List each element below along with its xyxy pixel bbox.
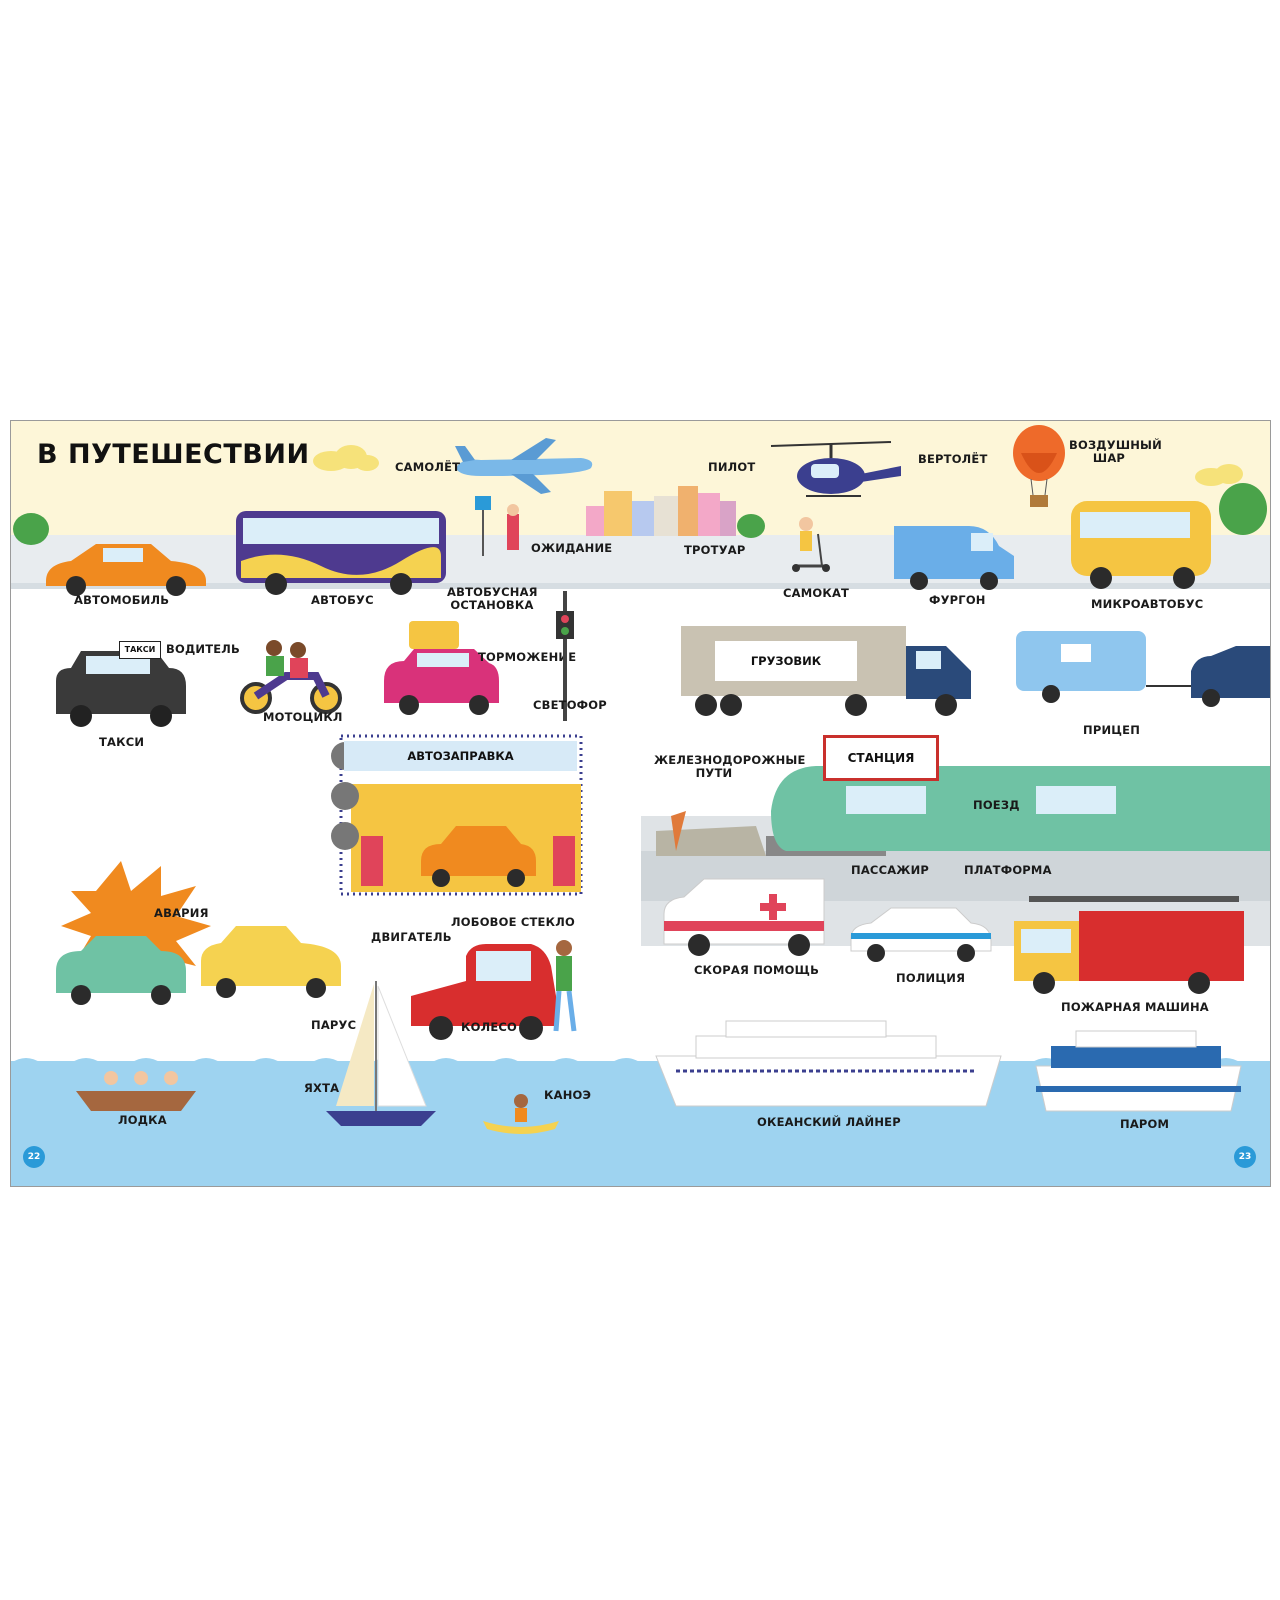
label-car: АВТОМОБИЛЬ <box>74 593 170 607</box>
ferry-illustration <box>1035 1030 1242 1112</box>
label-passenger: ПАССАЖИР <box>851 863 930 877</box>
label-driver: ВОДИТЕЛЬ <box>166 642 241 656</box>
curb <box>11 583 1270 589</box>
page-number-left: 22 <box>23 1146 45 1168</box>
label-braking: ТОРМОЖЕНИЕ <box>478 650 577 664</box>
motorcycle-illustration <box>240 640 342 714</box>
station-sign: СТАНЦИЯ <box>823 735 939 781</box>
book-spread: В ПУТЕШЕСТВИИ САМОЛЁТ ПИЛОТ ВЕРТОЛЁТ ВОЗ… <box>10 420 1271 1187</box>
label-engine: ДВИГАТЕЛЬ <box>371 930 452 944</box>
label-van: ФУРГОН <box>929 593 986 607</box>
cloud-icon <box>1195 464 1243 486</box>
minibus-illustration <box>1071 501 1211 589</box>
label-bus-stop: АВТОБУСНАЯ ОСТАНОВКА <box>447 585 538 613</box>
ambulance-illustration <box>663 878 825 956</box>
label-train: ПОЕЗД <box>973 798 1020 812</box>
page-title: В ПУТЕШЕСТВИИ <box>37 439 310 470</box>
city-buildings <box>586 486 736 536</box>
label-railway: ЖЕЛЕЗНОДОРОЖНЫЕ ПУТИ <box>654 753 806 781</box>
airplane-icon <box>455 438 593 494</box>
tree-icon <box>1219 483 1267 535</box>
sidewalk-strip <box>11 535 1270 583</box>
scooter-rider-icon <box>792 517 830 572</box>
bush-icon <box>737 514 765 538</box>
label-fire-truck: ПОЖАРНАЯ МАШИНА <box>1061 1000 1209 1014</box>
label-sail: ПАРУС <box>311 1018 357 1032</box>
label-minibus: МИКРОАВТОБУС <box>1091 597 1204 611</box>
cloud-icon <box>313 445 379 471</box>
label-ocean-liner: ОКЕАНСКИЙ ЛАЙНЕР <box>757 1115 901 1129</box>
label-sidewalk: ТРОТУАР <box>684 543 746 557</box>
label-yacht: ЯХТА <box>304 1081 340 1095</box>
label-boat: ЛОДКА <box>118 1113 167 1127</box>
taxi-roof-sign: ТАКСИ <box>119 641 161 659</box>
tree-icon <box>13 513 49 545</box>
label-scooter: САМОКАТ <box>783 586 850 600</box>
label-police: ПОЛИЦИЯ <box>896 971 966 985</box>
braking-car-illustration <box>384 621 499 715</box>
label-bus: АВТОБУС <box>311 593 374 607</box>
fire-truck-illustration <box>1014 896 1244 994</box>
label-traffic-light: СВЕТОФОР <box>533 698 607 712</box>
label-windshield: ЛОБОВОЕ СТЕКЛО <box>451 915 575 929</box>
ocean-liner-illustration <box>655 1020 1002 1107</box>
label-accident: АВАРИЯ <box>154 906 209 920</box>
label-wheel: КОЛЕСО <box>461 1020 517 1034</box>
bus-illustration <box>236 511 446 595</box>
accident-illustration <box>56 861 341 1005</box>
van-illustration <box>894 526 1014 590</box>
traffic-light-icon <box>556 591 574 721</box>
hot-air-balloon-icon <box>1013 425 1065 507</box>
label-balloon: ВОЗДУШНЫЙ ШАР <box>1069 438 1162 466</box>
label-pilot: ПИЛОТ <box>708 460 756 474</box>
gas-station-illustration <box>331 734 583 896</box>
label-platform: ПЛАТФОРМА <box>964 863 1052 877</box>
gas-station-sign: АВТОЗАПРАВКА <box>344 741 577 771</box>
caravan-trailer-illustration <box>1016 631 1270 707</box>
train-illustration <box>656 766 1270 856</box>
label-ambulance: СКОРАЯ ПОМОЩЬ <box>694 963 820 977</box>
label-helicopter: ВЕРТОЛЁТ <box>918 452 988 466</box>
label-taxi: ТАКСИ <box>99 735 145 749</box>
rowboat-illustration <box>76 1071 196 1111</box>
label-trailer: ПРИЦЕП <box>1083 723 1141 737</box>
helicopter-icon <box>770 441 901 497</box>
truck-trailer-sign: ГРУЗОВИК <box>715 641 857 681</box>
car-illustration <box>46 544 206 596</box>
sailboat-illustration <box>326 981 436 1126</box>
canoe-illustration <box>483 1094 559 1134</box>
label-motorcycle: МОТОЦИКЛ <box>263 710 343 724</box>
label-plane: САМОЛЁТ <box>395 460 461 474</box>
label-canoe: КАНОЭ <box>544 1088 592 1102</box>
page-number-right: 23 <box>1234 1146 1256 1168</box>
taxi-illustration <box>56 651 186 727</box>
police-car-illustration <box>850 907 992 962</box>
broken-down-car-illustration <box>411 940 577 1040</box>
label-waiting: ОЖИДАНИЕ <box>531 541 613 555</box>
label-ferry: ПАРОМ <box>1120 1117 1170 1131</box>
bus-stop-sign-icon <box>475 496 519 556</box>
